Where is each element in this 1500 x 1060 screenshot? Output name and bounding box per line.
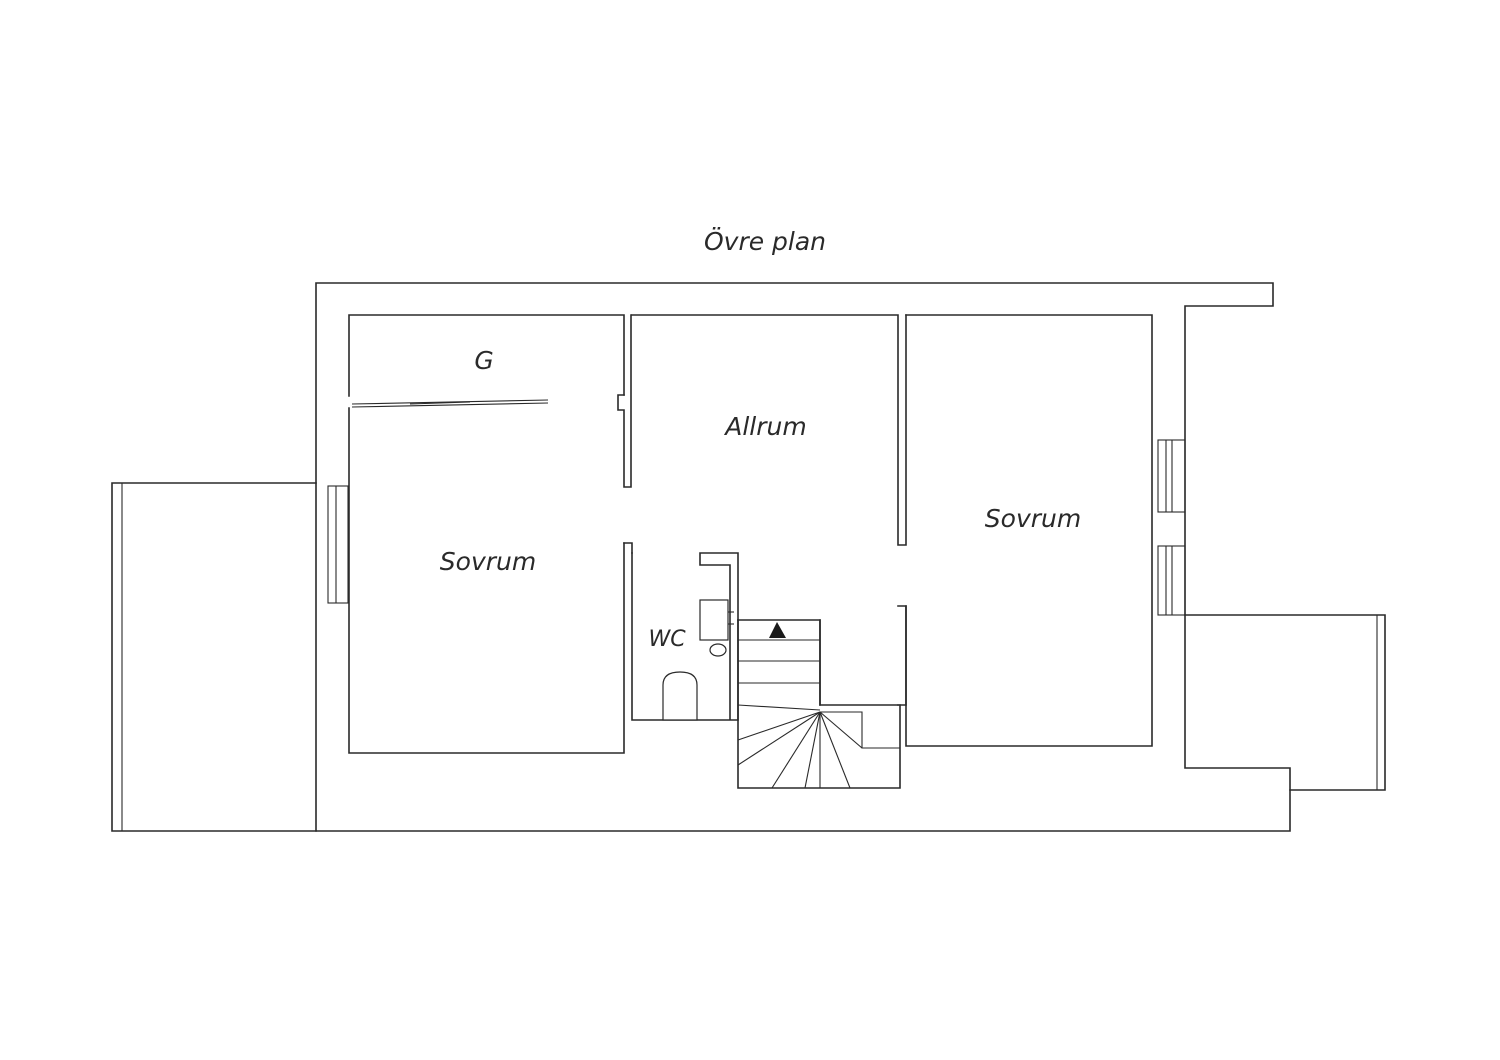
room-toilet [631,552,739,721]
room-label-toilet: WC [648,627,686,652]
room-bedroom-left [348,314,633,754]
balcony-right [1184,614,1386,791]
room-label-closet: G [474,346,493,375]
toilet-icon [662,671,698,721]
exterior-walls [315,282,1291,832]
plan-title: Övre plan [704,227,826,256]
room-label-bedroom-right: Sovrum [985,504,1081,533]
room-label-living: Allrum [723,412,806,441]
balcony-left [111,482,317,832]
window-left [327,485,349,604]
room-bedroom-right [905,314,1153,747]
sink-icon [699,599,729,641]
window-right-lower [1157,545,1186,616]
room-label-bedroom-left: Sovrum [440,547,536,576]
up-arrow-icon [769,622,786,638]
staircase [737,619,901,789]
window-right-upper [1157,439,1186,513]
sink-basin-icon [709,643,727,657]
